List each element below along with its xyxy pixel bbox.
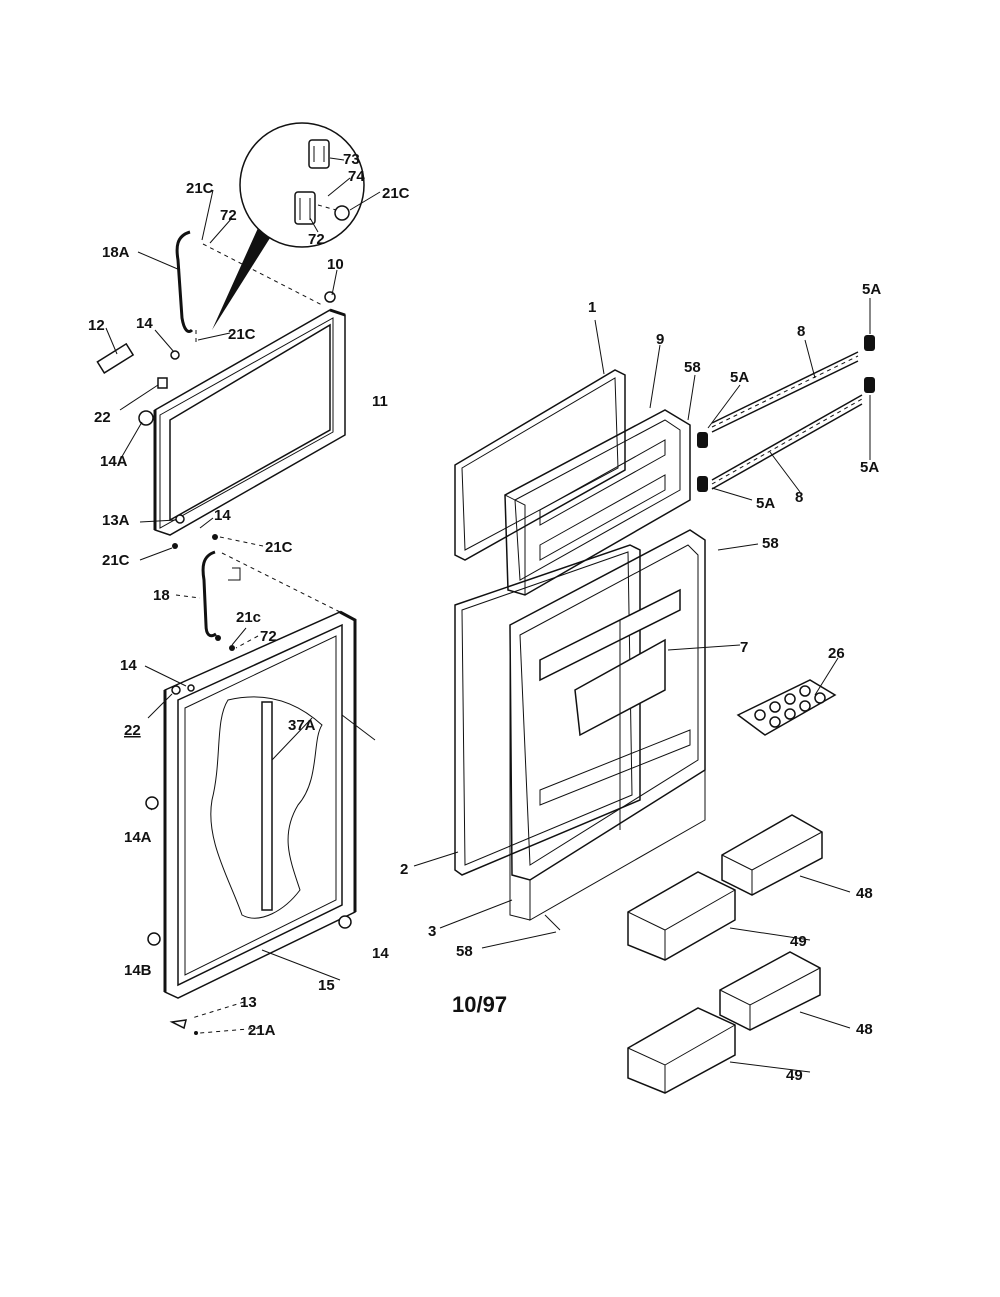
label-58-middle: 58: [762, 535, 779, 552]
label-5a-top: 5A: [862, 281, 881, 298]
fresh-food-gasket: [454, 544, 641, 876]
part-labels: 1 2 3 5A 5A 5A 5A 58 58 58 7 8 8 9 10 11…: [88, 151, 881, 1084]
label-49-upper: 49: [790, 933, 807, 950]
leader-lines: [105, 157, 871, 1073]
label-72-top: 72: [220, 207, 237, 224]
label-13a: 13A: [102, 512, 130, 529]
label-37a: 37A: [288, 717, 316, 734]
label-14b: 14B: [124, 962, 152, 979]
label-21c-hinge: 21c: [236, 609, 261, 626]
label-13: 13: [240, 994, 257, 1011]
label-10: 10: [327, 256, 344, 273]
label-1: 1: [588, 299, 596, 316]
door-bins: [627, 814, 823, 1094]
fresh-food-hardware: [145, 684, 352, 1035]
label-5a-right: 5A: [860, 459, 879, 476]
shelf-rails: [697, 335, 875, 492]
label-48-upper: 48: [856, 885, 873, 902]
label-58-bottom: 58: [456, 943, 473, 960]
label-18: 18: [153, 587, 170, 604]
label-9: 9: [656, 331, 664, 348]
label-22-upper: 22: [94, 409, 111, 426]
label-49-lower: 49: [786, 1067, 803, 1084]
label-14-lower: 14: [120, 657, 137, 674]
label-14-upper: 14: [136, 315, 153, 332]
label-48-lower: 48: [856, 1021, 873, 1038]
label-8-bottom: 8: [795, 489, 803, 506]
label-21c-left: 21C: [102, 552, 130, 569]
label-5a-lower: 5A: [756, 495, 775, 512]
label-58-top: 58: [684, 359, 701, 376]
label-18a: 18A: [102, 244, 130, 261]
detail-magnifier: [212, 122, 365, 330]
label-7: 7: [740, 639, 748, 656]
label-21c-mid: 21C: [265, 539, 293, 556]
label-3: 3: [428, 923, 436, 940]
label-14a-lower: 14A: [124, 829, 152, 846]
label-14a-upper: 14A: [100, 453, 128, 470]
label-15: 15: [318, 977, 335, 994]
label-5a-upper: 5A: [730, 369, 749, 386]
label-21c-freezer: 21C: [228, 326, 256, 343]
fresh-food-door: [163, 610, 376, 999]
freezer-door-liner: [504, 409, 691, 596]
hinge-part-18a: [175, 230, 323, 345]
date-code: 10/97: [452, 992, 507, 1017]
egg-tray: [736, 679, 837, 736]
freezer-door: [153, 308, 346, 536]
label-21c-detail: 21C: [382, 185, 410, 202]
label-2: 2: [400, 861, 408, 878]
label-72-hinge: 72: [260, 628, 277, 645]
label-73: 73: [343, 151, 360, 168]
label-8-top: 8: [797, 323, 805, 340]
label-11: 11: [372, 393, 388, 410]
label-14-mid: 14: [214, 507, 231, 524]
hinge-part-18: [201, 550, 341, 651]
handle-part-12: [96, 342, 135, 374]
freezer-gasket: [454, 369, 626, 561]
label-72-detail: 72: [308, 231, 325, 248]
label-14-bottom: 14: [372, 945, 389, 962]
label-21a: 21A: [248, 1022, 276, 1039]
label-74: 74: [348, 168, 365, 185]
label-26: 26: [828, 645, 845, 662]
fresh-food-door-liner: [509, 529, 706, 931]
label-12: 12: [88, 317, 105, 334]
label-22-lower: 22: [124, 722, 141, 739]
label-21c-top: 21C: [186, 180, 214, 197]
